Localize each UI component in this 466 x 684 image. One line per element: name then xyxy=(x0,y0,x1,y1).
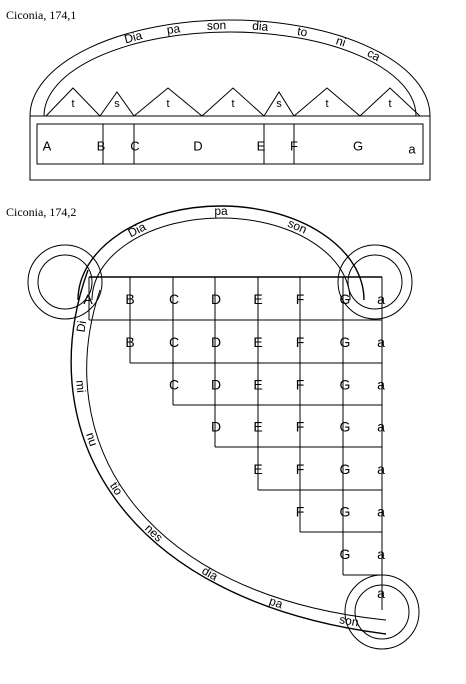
grid-note: a xyxy=(377,504,385,520)
step-label: t xyxy=(71,98,74,110)
diagram-2-caption: Ciconia, 174,2 xyxy=(6,205,77,219)
step-label: t xyxy=(231,98,234,110)
note-label: a xyxy=(408,141,416,156)
note-label: F xyxy=(290,138,298,153)
grid-note: F xyxy=(296,334,305,350)
grid-note: G xyxy=(340,377,351,393)
grid-note: A xyxy=(83,291,93,307)
diagram-1-caption: Ciconia, 174,1 xyxy=(6,8,77,22)
top-arc-outer xyxy=(77,205,365,301)
grid-note: a xyxy=(377,419,385,435)
side-arc-outer xyxy=(70,269,387,635)
side-arc-syllable: nes xyxy=(142,521,166,544)
step-label: s xyxy=(276,98,282,110)
side-arc-syllable: Di xyxy=(74,320,90,333)
side-arc-syllable: pa xyxy=(267,594,284,612)
ring-right-outer xyxy=(337,244,413,320)
grid-note: D xyxy=(211,334,221,350)
ring-left-outer xyxy=(27,244,103,320)
top-arc-syllable: pa xyxy=(214,204,228,218)
arc-inner xyxy=(43,31,417,117)
ring-left-inner xyxy=(37,254,93,310)
grid-note: G xyxy=(340,546,351,562)
step-label: t xyxy=(325,98,328,110)
note-label: E xyxy=(257,138,266,153)
grid-note: D xyxy=(211,377,221,393)
note-label: B xyxy=(97,138,106,153)
grid-note: F xyxy=(296,419,305,435)
grid-note: G xyxy=(340,419,351,435)
grid-note: E xyxy=(253,377,262,393)
notes-frame-outer xyxy=(29,115,431,181)
grid-note: F xyxy=(296,461,305,477)
note-label: A xyxy=(43,138,52,153)
side-arc-syllable: tio xyxy=(107,480,126,499)
grid-note: a xyxy=(377,334,385,350)
grid-note: a xyxy=(377,291,385,307)
side-arc-syllable: dia xyxy=(200,563,221,583)
grid-note: G xyxy=(340,291,351,307)
arc-syllable: to xyxy=(296,24,309,40)
side-arc-syllables: Di mi nu tio nes dia pa son xyxy=(73,320,360,630)
grid-note: G xyxy=(340,504,351,520)
arc-syllable: Dia xyxy=(123,28,144,46)
arc-syllable: pa xyxy=(166,21,182,37)
grid-note: a xyxy=(377,461,385,477)
grid-note: C xyxy=(169,377,179,393)
step-label: s xyxy=(114,98,120,110)
note-label: D xyxy=(193,138,202,153)
grid-note: F xyxy=(296,291,305,307)
side-arc-syllable: nu xyxy=(83,431,101,448)
top-arc-syllable: Dia xyxy=(126,219,149,240)
arc-syllable: son xyxy=(207,18,227,33)
grid-note: E xyxy=(253,334,262,350)
grid-note: F xyxy=(296,504,305,520)
grid-note: B xyxy=(125,334,134,350)
ring-right-inner xyxy=(347,254,403,310)
side-arc-syllable: son xyxy=(338,612,359,629)
grid-note: B xyxy=(125,291,134,307)
grid-note: E xyxy=(253,291,262,307)
arc-outer xyxy=(29,19,431,117)
side-arc-inner xyxy=(86,289,387,621)
notes-frame-inner xyxy=(36,123,424,165)
grid-note: E xyxy=(253,461,262,477)
grid-note: a xyxy=(377,546,385,562)
arc-syllable: ni xyxy=(334,33,347,49)
top-arc-syllables: Dia pa son xyxy=(126,204,309,240)
grid-note: G xyxy=(340,334,351,350)
grid-note: C xyxy=(169,334,179,350)
grid-note: G xyxy=(340,461,351,477)
note-label: G xyxy=(353,138,363,153)
grid-note: D xyxy=(211,419,221,435)
grid-note: a xyxy=(377,377,385,393)
step-label: t xyxy=(388,98,391,110)
arc-syllable: ca xyxy=(365,46,383,64)
grid-note: F xyxy=(296,377,305,393)
note-label: C xyxy=(130,138,139,153)
grid-note: C xyxy=(169,291,179,307)
top-arc-syllable: son xyxy=(286,216,309,237)
grid-note: a xyxy=(377,585,385,601)
step-label: t xyxy=(166,98,169,110)
arc-syllables: Dia pa son dia to ni ca xyxy=(123,18,383,64)
arc-syllable: dia xyxy=(252,19,269,34)
top-arc-inner xyxy=(91,217,351,301)
grid-note: E xyxy=(253,419,262,435)
side-arc-syllable: mi xyxy=(73,379,88,393)
grid-note: D xyxy=(211,291,221,307)
